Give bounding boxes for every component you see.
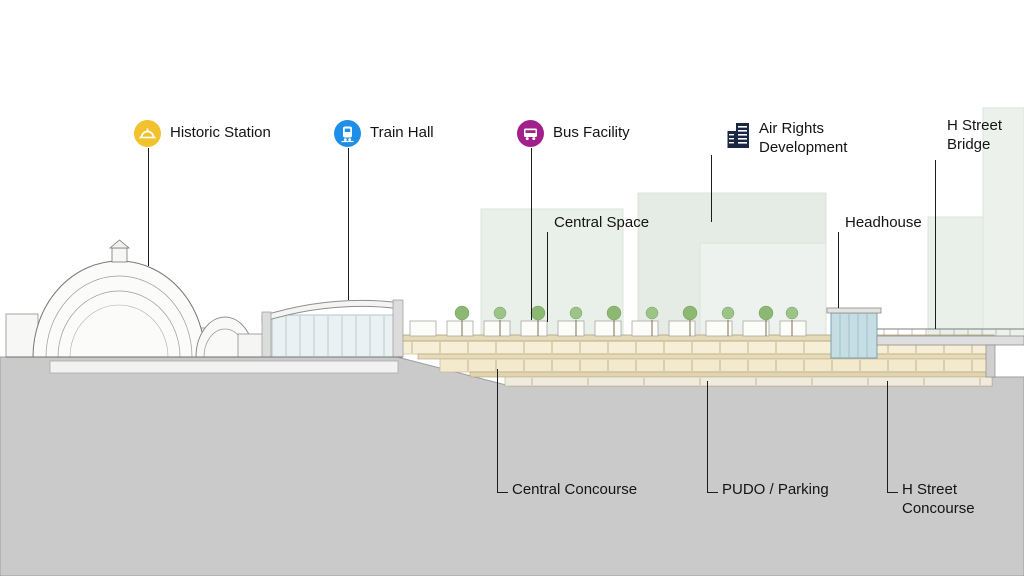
headhouse-drawing (826, 307, 882, 359)
leader-central-concourse (497, 369, 508, 493)
tree-trunks (461, 320, 793, 336)
leader-h-street-concourse (887, 381, 898, 493)
central-concourse-label: Central Concourse (512, 481, 638, 498)
callout-central-space: Central Space (554, 214, 649, 233)
building-icon (727, 123, 749, 148)
callout-pudo-parking: PUDO / Parking (722, 481, 829, 500)
callout-headhouse: Headhouse (845, 214, 922, 233)
bridge-railing-ticks (883, 329, 1011, 336)
pudo-parking-label: PUDO / Parking (722, 481, 829, 498)
train-hall-mullions (285, 316, 385, 356)
legend-item-air-rights: Air Rights Development (727, 120, 859, 158)
h-street-bridge-drawing (876, 328, 1024, 378)
legend-item-train-hall: Train Hall (334, 120, 434, 147)
leader-pudo-parking (707, 381, 718, 493)
callout-h-street-concourse: H Street Concourse (902, 481, 994, 519)
h-street-bridge-label: H Street Bridge (947, 117, 1003, 153)
air-rights-label: Air Rights Development (759, 120, 848, 156)
columns-level-3 (531, 378, 981, 385)
central-space-label: Central Space (554, 214, 650, 231)
headhouse-label: Headhouse (845, 214, 922, 231)
bus-icon (517, 120, 544, 147)
h-street-concourse-label: H Street Concourse (902, 481, 975, 517)
train-icon (334, 120, 361, 147)
historic-station-drawing (5, 239, 269, 358)
legend-item-bus-facility: Bus Facility (517, 120, 630, 147)
legend-item-h-street-bridge: H Street Bridge (947, 117, 1021, 155)
trees (454, 305, 799, 336)
train-hall-drawing (261, 299, 404, 358)
headhouse-mullions (839, 314, 868, 357)
leader-lines (148, 148, 936, 493)
existing-concourse (49, 360, 399, 374)
background-massing (480, 107, 1024, 341)
dome-icon (134, 120, 161, 147)
callout-central-concourse: Central Concourse (512, 481, 637, 500)
historic-station-label: Historic Station (170, 124, 271, 142)
legend-item-historic-station: Historic Station (134, 120, 271, 147)
columns-level-2 (467, 360, 973, 371)
bus-facility-label: Bus Facility (553, 124, 630, 142)
deck-pavilions (409, 320, 807, 337)
train-hall-label: Train Hall (370, 124, 434, 142)
ground (0, 356, 1024, 576)
